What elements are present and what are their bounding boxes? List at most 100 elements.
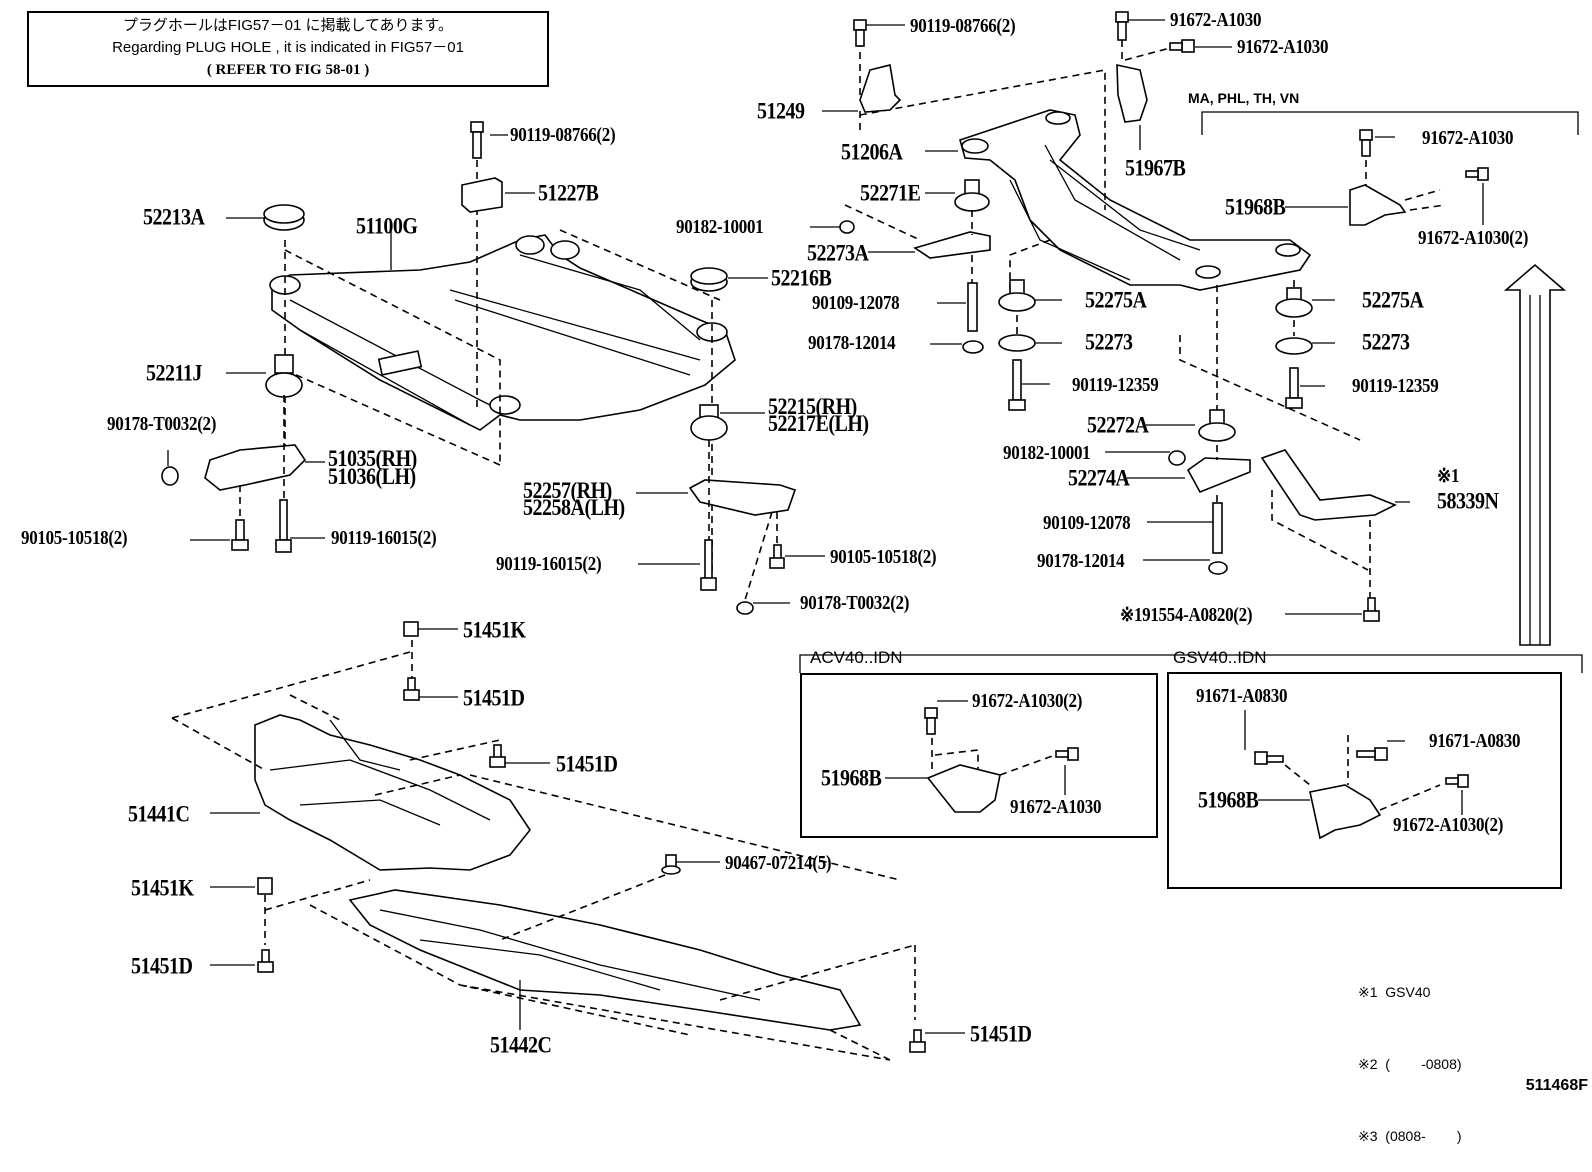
part-label[interactable]: 51451K	[463, 617, 526, 644]
part-label[interactable]: 90109-12078	[1043, 511, 1131, 534]
part-label[interactable]: 51451D	[556, 751, 618, 778]
bolt-51451D-b[interactable]	[489, 744, 506, 768]
part-label[interactable]: 91672-A1030(2)	[1393, 813, 1504, 836]
part-label[interactable]: 52216B	[771, 265, 832, 292]
bolt-90105-10518-a[interactable]	[231, 519, 249, 551]
bolt-91671-A0830-gsv-b[interactable]	[1356, 747, 1388, 761]
part-label[interactable]: 58339N	[1437, 488, 1499, 515]
cushion-52271E[interactable]	[954, 179, 990, 212]
part-label[interactable]: 91672-A1030	[1170, 8, 1262, 31]
part-label[interactable]: 51451D	[970, 1021, 1032, 1048]
bolt-90119-16015-a[interactable]	[275, 499, 292, 553]
part-label[interactable]: 90105-10518(2)	[830, 545, 937, 568]
stud-90109-12078-a[interactable]	[967, 282, 978, 332]
part-label[interactable]: 90119-08766(2)	[910, 14, 1016, 37]
brace-58339N[interactable]	[1260, 449, 1397, 521]
part-label[interactable]: 90178-12014	[808, 331, 896, 354]
part-label[interactable]: 51100G	[356, 213, 418, 240]
part-label[interactable]: 90105-10518(2)	[21, 526, 128, 549]
part-label[interactable]: 52273	[1362, 329, 1410, 356]
part-label[interactable]: 90182-10001	[676, 215, 764, 238]
part-label[interactable]: 51451D	[131, 953, 193, 980]
front-subframe-51100G[interactable]	[269, 234, 736, 431]
clip-90467-07214[interactable]	[661, 854, 681, 875]
part-label[interactable]: 91672-A1030(2)	[1418, 226, 1529, 249]
part-label[interactable]: 51451K	[131, 875, 194, 902]
bracket-51968B-acv[interactable]	[926, 764, 1001, 813]
clip-51451K-a[interactable]	[403, 621, 419, 637]
bracket-51249[interactable]	[859, 64, 902, 113]
bolt-91672-A1030-d[interactable]	[1465, 167, 1489, 181]
part-label[interactable]: 51441C	[128, 801, 190, 828]
part-label[interactable]: 90119-08766(2)	[510, 123, 616, 146]
bolt-51451D-a[interactable]	[403, 677, 420, 701]
bracket-51968B-ma[interactable]	[1349, 184, 1407, 226]
part-label[interactable]: 91672-A1030	[1422, 126, 1514, 149]
part-label[interactable]: 52211J	[146, 360, 202, 387]
bolt-90119-16015-b[interactable]	[700, 539, 717, 591]
bolt-191554-A0820[interactable]	[1363, 597, 1380, 622]
bolt-51451D-c[interactable]	[257, 949, 274, 973]
nut-90182-10001-b[interactable]	[1168, 450, 1186, 466]
plate-52274A[interactable]	[1186, 457, 1251, 494]
cushion-52273-a[interactable]	[998, 334, 1036, 352]
nut-90178-T0032-b[interactable]	[736, 601, 754, 615]
part-label[interactable]: 51968B	[821, 765, 882, 792]
part-label[interactable]: 52215(RH)	[768, 394, 857, 420]
nut-90182-10001-a[interactable]	[839, 220, 855, 234]
bracket-51967B[interactable]	[1116, 64, 1148, 123]
part-label[interactable]: 52274A	[1068, 465, 1130, 492]
part-label[interactable]: ※191554-A0820(2)	[1120, 603, 1253, 626]
part-label[interactable]: 52257(RH)	[523, 478, 612, 504]
nut-90178-T0032-a[interactable]	[161, 466, 179, 486]
part-label[interactable]: 90119-16015(2)	[331, 526, 437, 549]
bracket-51227B[interactable]	[461, 177, 503, 213]
part-label[interactable]: 91672-A1030(2)	[972, 689, 1083, 712]
part-label[interactable]: 91672-A1030	[1010, 795, 1102, 818]
rear-crossmember-51206A[interactable]	[959, 109, 1312, 291]
cushion-52216B[interactable]	[690, 267, 728, 292]
stopper-plate-51035[interactable]	[204, 444, 307, 491]
bolt-91672-A1030-gsv[interactable]	[1445, 774, 1469, 788]
part-label[interactable]: 51206A	[841, 139, 903, 166]
bolt-91672-A1030-a[interactable]	[1115, 11, 1129, 41]
bolt-91672-A1030-c[interactable]	[1359, 129, 1373, 157]
clip-51451K-b[interactable]	[257, 877, 273, 895]
part-label[interactable]: 90119-12359	[1352, 374, 1439, 397]
part-label[interactable]: 52273	[1085, 329, 1133, 356]
part-label[interactable]: 52272A	[1087, 412, 1149, 439]
part-label[interactable]: 52258A(LH)	[523, 495, 625, 521]
cushion-52275A-a[interactable]	[998, 279, 1036, 312]
part-label[interactable]: 90178-T0032(2)	[800, 591, 910, 614]
bolt-91671-A0830-gsv-a[interactable]	[1254, 751, 1284, 765]
bracket-51968B-gsv[interactable]	[1309, 784, 1382, 840]
cushion-52272A[interactable]	[1198, 409, 1236, 442]
part-label[interactable]: 52273A	[807, 240, 869, 267]
part-label[interactable]: 51968B	[1198, 787, 1259, 814]
part-label[interactable]: 52275A	[1362, 287, 1424, 314]
bolt-51451D-d[interactable]	[909, 1029, 926, 1053]
part-label[interactable]: 51249	[757, 98, 805, 125]
bolt-90119-08766-a[interactable]	[470, 121, 484, 159]
part-label[interactable]: 90119-12359	[1072, 373, 1159, 396]
part-label[interactable]: 90178-12014	[1037, 549, 1125, 572]
part-label[interactable]: 90109-12078	[812, 291, 900, 314]
nut-90178-12014-a[interactable]	[962, 340, 984, 354]
part-label[interactable]: 90119-16015(2)	[496, 552, 602, 575]
cushion-52273-b[interactable]	[1275, 337, 1313, 355]
bolt-91672-A1030-acv-a[interactable]	[924, 707, 938, 735]
part-label[interactable]: 52275A	[1085, 287, 1147, 314]
part-label[interactable]: 91672-A1030	[1237, 35, 1329, 58]
part-label[interactable]: 91671-A0830	[1196, 684, 1288, 707]
bolt-90119-12359-a[interactable]	[1008, 359, 1026, 411]
cushion-52213A[interactable]	[263, 204, 305, 231]
bolt-91672-A1030-acv-b[interactable]	[1055, 747, 1079, 761]
under-cover-51442C[interactable]	[348, 889, 862, 1031]
cushion-52211J[interactable]	[265, 354, 303, 398]
part-label[interactable]: 90182-10001	[1003, 441, 1091, 464]
part-label[interactable]: 52271E	[860, 180, 921, 207]
under-cover-51441C[interactable]	[254, 714, 531, 871]
plate-52273A[interactable]	[913, 231, 991, 259]
nut-90178-12014-b[interactable]	[1208, 561, 1228, 575]
part-label[interactable]: 51442C	[490, 1032, 552, 1059]
